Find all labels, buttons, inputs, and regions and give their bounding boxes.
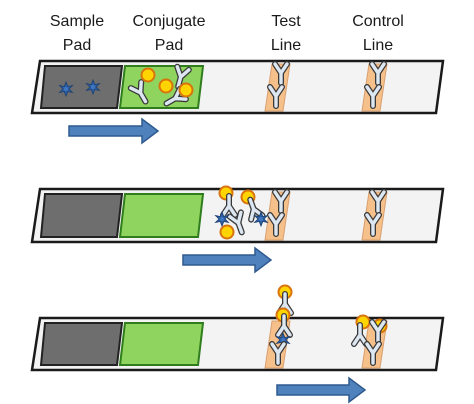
conjugate-pad-label-line1: Conjugate	[132, 13, 206, 30]
flow-arrow-icon	[68, 117, 160, 145]
gold-nanoparticle-icon	[158, 78, 174, 94]
flow-arrow-icon	[182, 246, 273, 274]
conjugate-pad-label-line2: Pad	[154, 37, 184, 54]
strip-3	[30, 284, 445, 372]
strip-2	[30, 185, 445, 244]
gold-nanoparticle-icon	[219, 224, 235, 240]
control-line-label-line1: Control	[352, 13, 404, 30]
test-line-label-line2: Line	[270, 37, 302, 54]
strip-1-sample-pad	[39, 65, 124, 109]
strip-2-sample-pad	[39, 193, 124, 238]
sample-pad-label-line2: Pad	[62, 37, 92, 54]
control-line-label-line2: Line	[362, 37, 394, 54]
strip-3-conjugate-pad	[118, 322, 205, 366]
strip-2-conjugate-pad	[118, 193, 205, 238]
strip-3-sample-pad	[39, 322, 124, 366]
sample-pad-label-line1: Sample	[49, 13, 105, 30]
test-line-label-line1: Test	[271, 13, 301, 30]
gold-nanoparticle-icon	[178, 82, 194, 98]
flow-arrow-icon	[276, 376, 367, 404]
strip-1	[30, 59, 445, 115]
gold-nanoparticle-icon	[140, 67, 156, 83]
